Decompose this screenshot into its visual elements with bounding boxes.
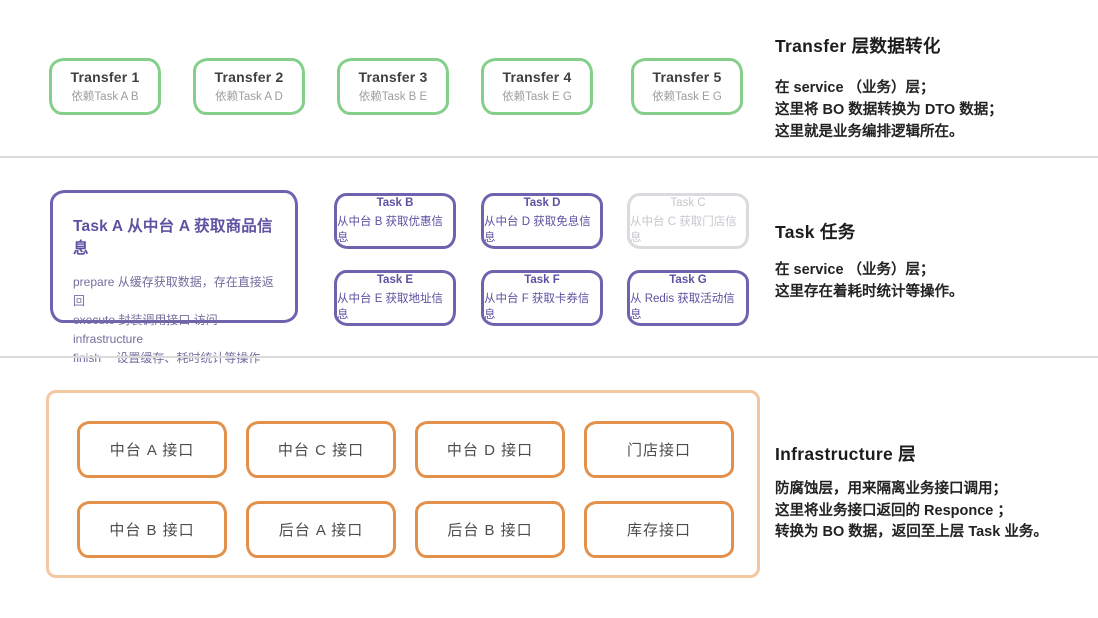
- task-a-box: Task A 从中台 A 获取商品信息 prepare 从缓存获取数据，存在直接…: [50, 190, 298, 365]
- task-c-box-disabled: Task C 从中台 C 获取门店信息: [627, 193, 749, 249]
- task-a-title: Task A 从中台 A 获取商品信息: [73, 218, 273, 257]
- infrastructure-container: 中台 A 接口 中台 C 接口 中台 D 接口 门店接口 中台 B 接口 后台 …: [46, 390, 760, 578]
- infrastructure-note-title: Infrastructure 层: [775, 444, 916, 464]
- interface-box: 后台 A 接口: [246, 501, 396, 558]
- note-line: 这里将业务接口返回的 Responce ；: [775, 502, 1012, 519]
- task-g-box: Task G 从 Redis 获取活动信息: [627, 270, 749, 326]
- transfer-box-2: Transfer 2 依赖Task A D: [193, 58, 305, 115]
- transfer-box-5: Transfer 5 依赖Task E G: [631, 58, 743, 115]
- note-line: 转换为 BO 数据，返回至上层 Task 业务。: [775, 524, 1048, 540]
- transfer-box-1: Transfer 1 依赖Task A B: [49, 58, 161, 115]
- task-title: Task B: [376, 197, 414, 209]
- interface-box: 后台 B 接口: [415, 501, 565, 558]
- transfer-box-title: Transfer 4: [502, 69, 572, 85]
- transfer-note-body: 在 service （业务）层； 这里将 BO 数据转换为 DTO 数据； 这里…: [775, 77, 1085, 143]
- interface-box: 中台 D 接口: [415, 421, 565, 478]
- transfer-box-dependency: 依赖Task E G: [502, 91, 572, 103]
- transfer-box-title: Transfer 5: [652, 69, 722, 85]
- task-title: Task F: [524, 274, 560, 286]
- task-title: Task E: [376, 274, 414, 286]
- task-title: Task C: [670, 197, 706, 209]
- task-desc: 从中台 E 获取地址信息: [337, 293, 444, 321]
- task-d-box: Task D 从中台 D 获取免息信息: [481, 193, 603, 249]
- transfer-box-dependency: 依赖Task A D: [215, 91, 283, 103]
- task-desc: 从中台 B 获取优惠信息: [337, 216, 444, 244]
- task-step: execute 封装调用接口 访问 infrastructure: [73, 313, 218, 346]
- task-layer-note: Task 任务 在 service （业务）层； 这里存在着耗时统计等操作。: [775, 219, 1085, 303]
- note-line: 这里就是业务编排逻辑所在。: [775, 124, 964, 140]
- note-line: 这里将 BO 数据转换为 DTO 数据；: [775, 102, 1003, 118]
- transfer-box-dependency: 依赖Task E G: [652, 91, 722, 103]
- note-line: 这里存在着耗时统计等操作。: [775, 284, 964, 300]
- transfer-box-4: Transfer 4 依赖Task E G: [481, 58, 593, 115]
- transfer-box-3: Transfer 3 依赖Task B E: [337, 58, 449, 115]
- note-line: 在 service （业务）层；: [775, 80, 935, 96]
- task-desc: 从中台 C 获取门店信息: [630, 216, 737, 244]
- infrastructure-note-body: 防腐蚀层，用来隔离业务接口调用； 这里将业务接口返回的 Responce ； 转…: [775, 479, 1085, 544]
- transfer-box-dependency: 依赖Task B E: [358, 91, 428, 103]
- task-note-body: 在 service （业务）层； 这里存在着耗时统计等操作。: [775, 259, 1085, 303]
- interface-box: 门店接口: [584, 421, 734, 478]
- transfer-box-dependency: 依赖Task A B: [71, 91, 139, 103]
- transfer-box-title: Transfer 2: [214, 69, 284, 85]
- note-line: 防腐蚀层，用来隔离业务接口调用；: [775, 481, 1007, 497]
- task-b-box: Task B 从中台 B 获取优惠信息: [334, 193, 456, 249]
- task-desc: 从中台 F 获取卡券信息: [484, 293, 590, 321]
- task-a-steps: prepare 从缓存获取数据，存在直接返回 execute 封装调用接口 访问…: [73, 273, 275, 368]
- note-line: 在 service （业务）层；: [775, 262, 935, 278]
- interface-box: 库存接口: [584, 501, 734, 558]
- task-desc: 从 Redis 获取活动信息: [630, 293, 735, 321]
- infrastructure-layer-note: Infrastructure 层 防腐蚀层，用来隔离业务接口调用； 这里将业务接…: [775, 441, 1085, 544]
- section-divider: [0, 356, 1098, 358]
- task-title: Task D: [523, 197, 561, 209]
- task-step: finish 设置缓存、耗时统计等操作: [73, 351, 261, 365]
- task-step: prepare 从缓存获取数据，存在直接返回: [73, 275, 274, 308]
- task-e-box: Task E 从中台 E 获取地址信息: [334, 270, 456, 326]
- task-title: Task G: [669, 274, 707, 286]
- transfer-box-title: Transfer 1: [70, 69, 140, 85]
- transfer-note-title: Transfer 层数据转化: [775, 36, 941, 56]
- interface-box: 中台 C 接口: [246, 421, 396, 478]
- interface-box: 中台 B 接口: [77, 501, 227, 558]
- task-desc: 从中台 D 获取免息信息: [484, 216, 591, 244]
- section-divider: [0, 156, 1098, 158]
- task-note-title: Task 任务: [775, 222, 856, 242]
- transfer-layer-note: Transfer 层数据转化 在 service （业务）层； 这里将 BO 数…: [775, 33, 1085, 143]
- interface-box: 中台 A 接口: [77, 421, 227, 478]
- transfer-box-title: Transfer 3: [358, 69, 428, 85]
- task-f-box: Task F 从中台 F 获取卡券信息: [481, 270, 603, 326]
